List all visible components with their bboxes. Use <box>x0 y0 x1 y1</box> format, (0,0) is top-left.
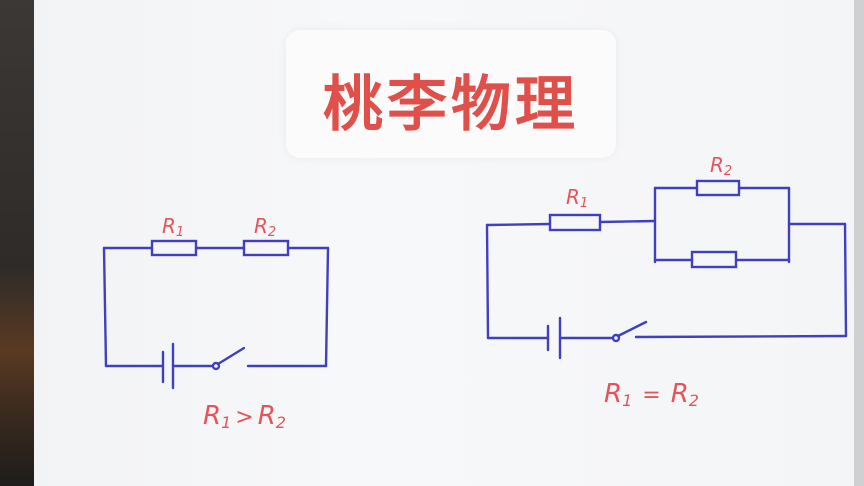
background-left-edge <box>0 0 34 486</box>
switch-lever-right <box>616 320 648 338</box>
mixed-right-wire <box>843 222 848 338</box>
switch-lever-left <box>216 346 246 366</box>
switch-pivot-right <box>611 333 621 343</box>
title-banner: 桃李物理 <box>286 30 616 158</box>
relation-right: R1=R2 <box>604 379 699 410</box>
resistor-r2-right <box>695 179 741 197</box>
mixed-top-wire-mid <box>598 219 657 224</box>
series-left-wire <box>102 246 108 368</box>
label-r1-right: R1 <box>566 185 588 211</box>
mixed-left-wire <box>485 223 490 340</box>
mixed-circuit: R1 R2 R1=R2 <box>485 153 848 410</box>
resistor-lower-right <box>690 250 738 269</box>
resistor-r1-right <box>548 213 602 232</box>
label-r1-left: R1 <box>162 214 184 240</box>
background-right-edge <box>854 0 864 486</box>
page-title: 桃李物理 <box>323 70 579 140</box>
relation-left: R1>R2 <box>203 401 286 432</box>
series-circuit: R1 R2 R1>R2 <box>102 214 330 432</box>
resistor-r2-left <box>242 239 290 257</box>
resistor-r1-left <box>150 239 198 257</box>
label-r2-right: R2 <box>710 153 732 179</box>
mixed-bottom-wire-right <box>634 334 848 339</box>
switch-pivot-left <box>211 361 221 371</box>
mixed-top-wire-left <box>485 222 552 227</box>
series-right-wire <box>324 246 330 368</box>
label-r2-left: R2 <box>254 214 276 240</box>
